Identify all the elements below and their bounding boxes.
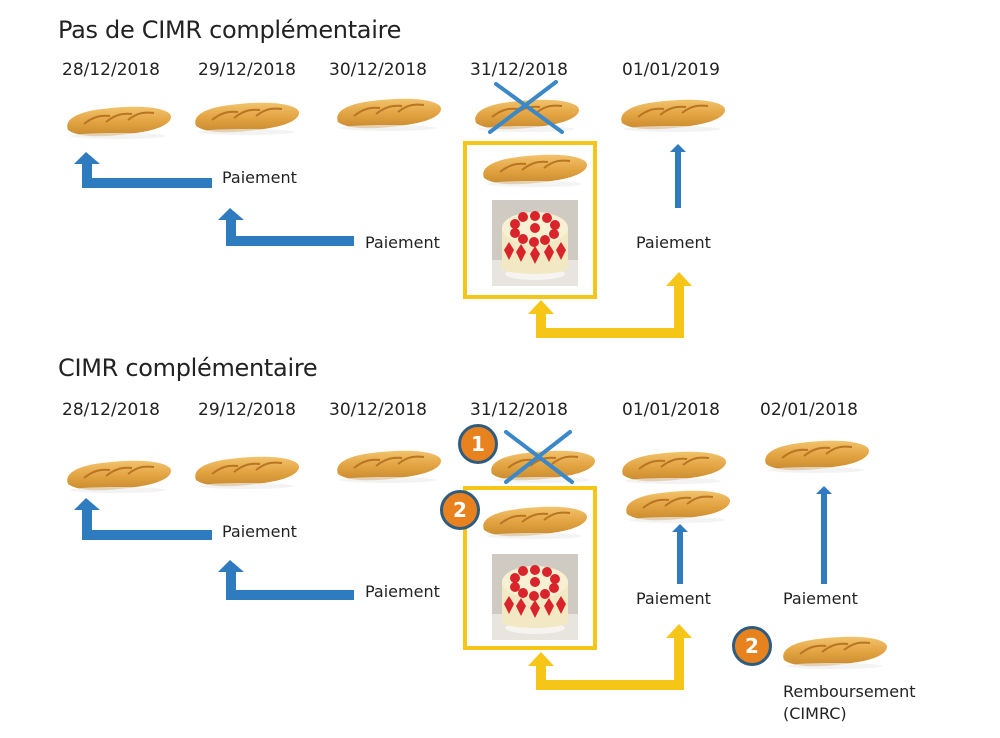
payment-arrow-icon: [218, 208, 354, 246]
payment-label: Paiement: [636, 233, 711, 252]
payment-arrow-icon: [74, 152, 212, 188]
step-badge-2: 2: [440, 490, 480, 530]
cancel-cross-icon: [504, 430, 574, 484]
payment-label: Paiement: [365, 233, 440, 252]
payment-label: Paiement: [222, 168, 297, 187]
section2-title: CIMR complémentaire: [58, 354, 318, 382]
refund-label-cimrc: (CIMRC): [783, 704, 847, 723]
substitution-box: [463, 486, 597, 650]
cancel-cross-icon: [488, 80, 564, 134]
payment-label: Paiement: [365, 582, 440, 601]
section2-date-6: 02/01/2018: [760, 400, 858, 420]
section1-title: Pas de CIMR complémentaire: [58, 16, 402, 44]
substitution-box: [463, 141, 597, 299]
transfer-arrow-icon: [528, 624, 692, 690]
section2-date-5: 01/01/2018: [622, 400, 720, 420]
section2-date-3: 30/12/2018: [329, 400, 427, 420]
payment-label: Paiement: [222, 522, 297, 541]
section1-date-5: 01/01/2019: [622, 60, 720, 80]
section2-date-1: 28/12/2018: [62, 400, 160, 420]
section1-date-4: 31/12/2018: [470, 60, 568, 80]
section1-date-2: 29/12/2018: [198, 60, 296, 80]
payment-arrow-icon: [218, 560, 354, 600]
section2-date-2: 29/12/2018: [198, 400, 296, 420]
payment-arrow-icon: [74, 498, 212, 540]
payment-arrow-icon: [672, 524, 688, 584]
step-badge-2-refund: 2: [732, 626, 772, 666]
payment-arrow-icon: [670, 144, 686, 208]
section1-date-1: 28/12/2018: [62, 60, 160, 80]
payment-label: Paiement: [783, 589, 858, 608]
section1-date-3: 30/12/2018: [329, 60, 427, 80]
step-badge-1: 1: [458, 424, 498, 464]
payment-arrow-icon: [816, 486, 832, 584]
payment-label: Paiement: [636, 589, 711, 608]
section2-date-4: 31/12/2018: [470, 400, 568, 420]
transfer-arrow-icon: [528, 272, 692, 338]
refund-label: Remboursement: [783, 682, 916, 701]
